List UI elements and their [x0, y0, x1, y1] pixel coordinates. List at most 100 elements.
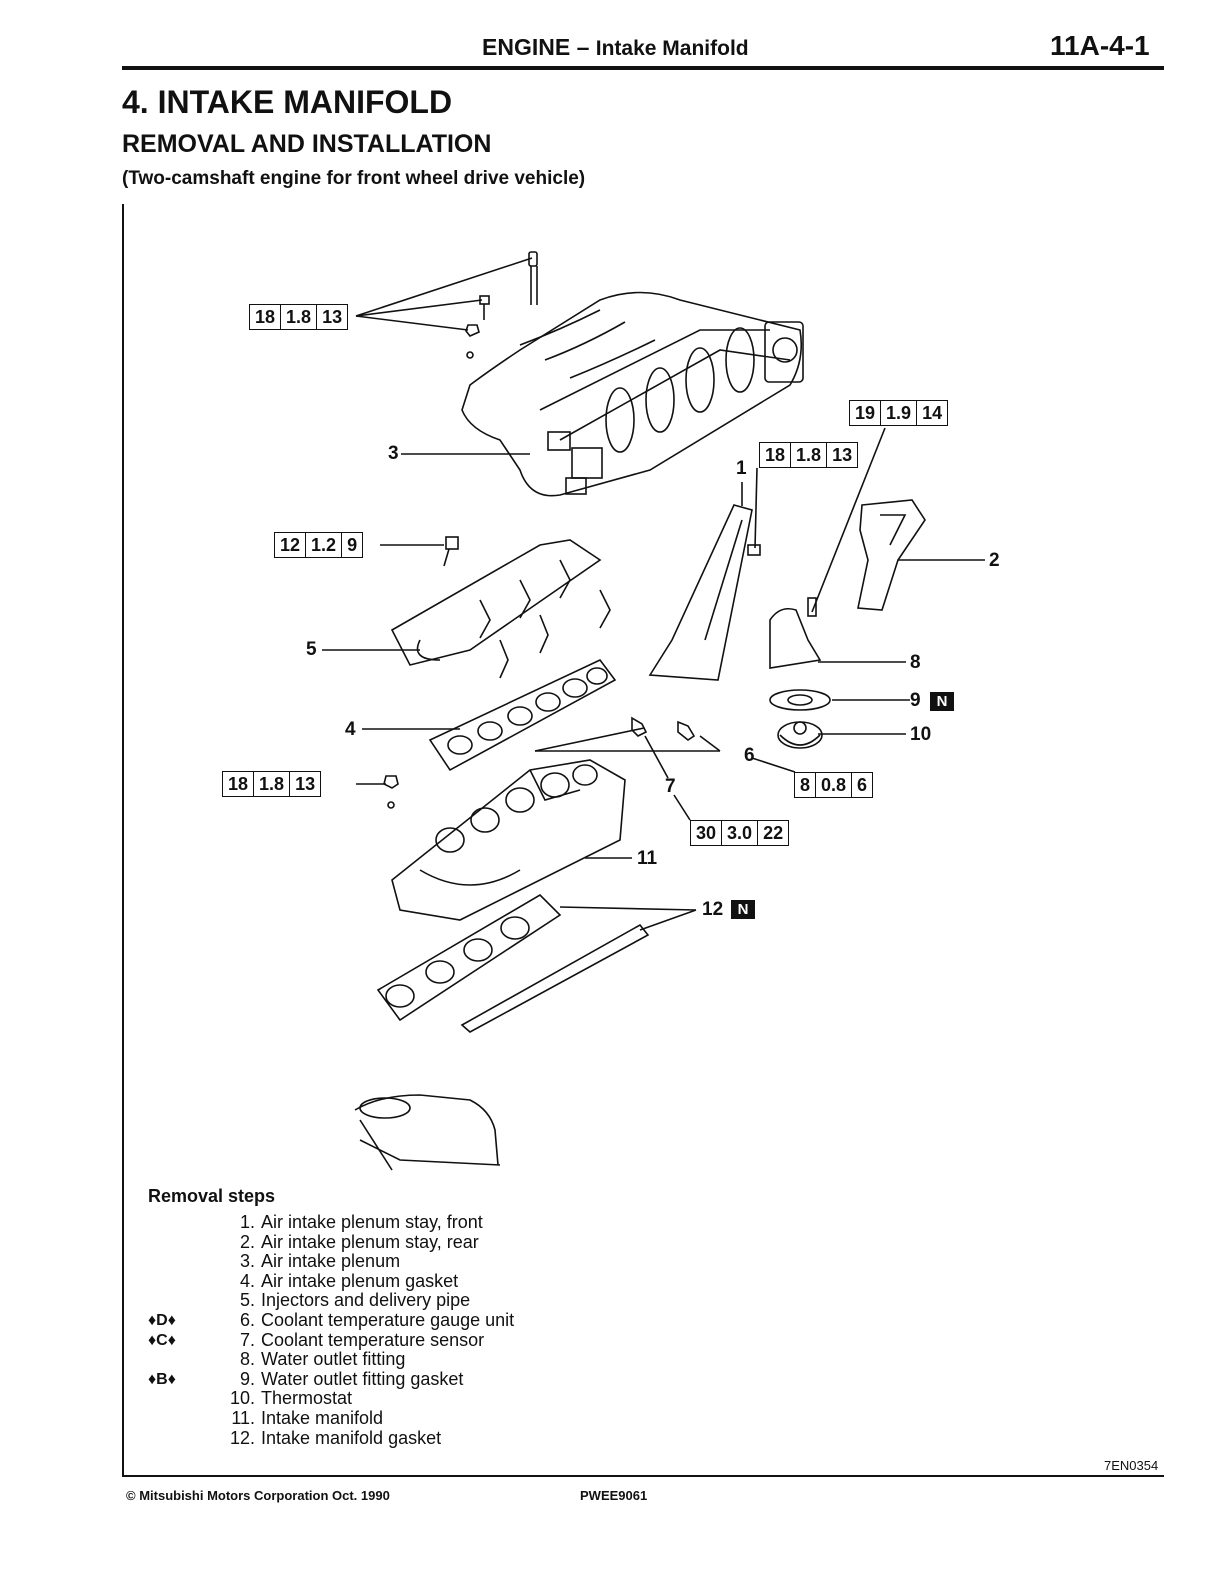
torque-ftlb: 9	[347, 535, 358, 555]
torque-kgm: 1.8	[254, 772, 291, 796]
step-mark	[148, 1213, 200, 1233]
step-mark	[148, 1252, 200, 1272]
list-item: 1. Air intake plenum stay, front	[148, 1212, 514, 1233]
step-number: 12.	[229, 1427, 255, 1448]
plenum-stay-front	[648, 504, 761, 681]
step-mark	[148, 1272, 200, 1292]
page-heading: 4. INTAKE MANIFOLD	[122, 84, 453, 120]
torque-spec-manifold-nut: 18 1.8 13	[222, 771, 322, 797]
torque-nm: 30	[691, 821, 723, 845]
step-mark	[148, 1291, 200, 1311]
list-item: 2.Air intake plenum stay, rear	[148, 1231, 514, 1253]
header-title: ENGINE – Intake Manifold	[482, 34, 749, 61]
step-text: Coolant temperature sensor	[261, 1329, 485, 1350]
step-text: Water outlet fitting gasket	[261, 1368, 464, 1389]
torque-kgm: 0.8	[816, 773, 853, 797]
step-number: 1.	[239, 1212, 255, 1232]
footer-copyright: © Mitsubishi Motors Corporation Oct. 199…	[126, 1488, 390, 1503]
step-number: 9.	[239, 1368, 255, 1389]
plenum-gasket	[428, 658, 617, 772]
callout-11: 11	[637, 848, 658, 869]
list-item: 5. Injectors and delivery pipe	[148, 1291, 514, 1311]
water-outlet-fitting	[769, 597, 822, 669]
step-text: Air intake plenum	[261, 1251, 401, 1272]
step-mark: ♦D♦	[148, 1311, 176, 1329]
removal-steps-title: Removal steps	[148, 1186, 276, 1206]
step-number: 8.	[239, 1349, 255, 1370]
header-separator: –	[576, 34, 590, 60]
step-number: 3.	[239, 1251, 255, 1272]
footer-rule	[122, 1475, 1164, 1477]
step-mark	[148, 1429, 200, 1449]
callout-8: 8	[910, 652, 921, 673]
torque-nm: 18	[250, 305, 282, 329]
figure-id: 7EN0354	[1104, 1458, 1159, 1473]
step-mark	[148, 1350, 200, 1370]
torque-spec-gauge-unit: 8 0.8 6	[794, 772, 874, 798]
list-item: 4. Air intake plenum gasket	[148, 1270, 514, 1292]
callout-2: 2	[989, 550, 1000, 571]
torque-ftlb: 13	[322, 307, 343, 327]
torque-ftlb: 22	[763, 823, 784, 843]
torque-kgm: 1.2	[306, 533, 343, 557]
step-number: 5.	[239, 1290, 255, 1311]
outlet-gasket	[769, 689, 831, 711]
torque-kgm: 1.8	[281, 305, 318, 329]
variant-note: (Two-camshaft engine for front wheel dri…	[122, 168, 586, 189]
list-item: ♦D♦6.Coolant temperature gauge unit	[148, 1309, 514, 1331]
callout-6: 6	[744, 745, 755, 766]
step-text: Air intake plenum gasket	[261, 1270, 459, 1291]
step-number: 2.	[239, 1231, 255, 1252]
list-item: 12. Intake manifold gasket	[148, 1427, 514, 1449]
step-text: Air intake plenum stay, front	[261, 1212, 483, 1232]
torque-spec-delivery-pipe: 12 1.2 9	[274, 532, 364, 558]
removal-steps-list: 1.Air intake plenum stay, front 2.Air in…	[148, 1212, 514, 1449]
torque-nm: 18	[760, 443, 792, 467]
header-section: ENGINE	[482, 34, 571, 60]
section-heading: REMOVAL AND INSTALLATION	[122, 130, 492, 158]
torque-nm: 8	[795, 773, 817, 797]
callout-5: 5	[306, 639, 317, 660]
step-text: Injectors and delivery pipe	[261, 1290, 471, 1311]
step-mark	[148, 1233, 200, 1253]
list-item: 3. Air intake plenum	[148, 1252, 514, 1272]
temp-sensors	[631, 716, 696, 741]
plenum-stay-rear	[857, 499, 926, 611]
step-mark: ♦C♦	[148, 1331, 176, 1349]
engine-block-outline	[354, 1094, 501, 1171]
callout-1: 1	[736, 458, 747, 479]
page-number: 11A-4-1	[1050, 30, 1150, 61]
torque-nm: 18	[223, 772, 255, 796]
torque-ftlb: 6	[857, 775, 868, 795]
torque-nm: 12	[275, 533, 307, 557]
step-number: 10.	[229, 1388, 255, 1409]
step-number: 11.	[231, 1407, 255, 1428]
intake-manifold	[391, 759, 626, 921]
margin-rule	[122, 204, 124, 1477]
callout-9: 9	[910, 690, 921, 711]
torque-kgm: 1.8	[791, 443, 828, 467]
list-item: ♦B♦ 9. Water outlet fitting gasket	[148, 1368, 514, 1390]
list-item: 11. Intake manifold	[148, 1407, 514, 1429]
torque-kgm: 1.9	[881, 401, 918, 425]
step-text: Intake manifold gasket	[261, 1427, 442, 1448]
plenum-bolts	[465, 251, 538, 359]
thermostat	[777, 721, 823, 749]
callout-4: 4	[345, 719, 356, 740]
torque-spec-plenum-bolts: 18 1.8 13	[249, 304, 349, 330]
torque-spec-stay: 18 1.8 13	[759, 442, 859, 468]
step-text: Water outlet fitting	[261, 1349, 406, 1370]
step-number: 6.	[239, 1309, 255, 1330]
torque-nm: 19	[850, 401, 882, 425]
leader-lines	[322, 257, 985, 931]
torque-spec-temp-sensor: 30 3.0 22	[690, 820, 790, 846]
step-text: Intake manifold	[261, 1407, 384, 1428]
manifold-nut	[383, 775, 399, 809]
step-mark: ♦B♦	[148, 1370, 176, 1388]
new-part-badge-9: N	[930, 692, 954, 711]
torque-ftlb: 13	[295, 774, 316, 794]
step-mark	[148, 1409, 200, 1429]
air-intake-plenum	[461, 291, 804, 497]
callout-12: 12	[702, 899, 724, 920]
step-number: 4.	[239, 1270, 255, 1291]
